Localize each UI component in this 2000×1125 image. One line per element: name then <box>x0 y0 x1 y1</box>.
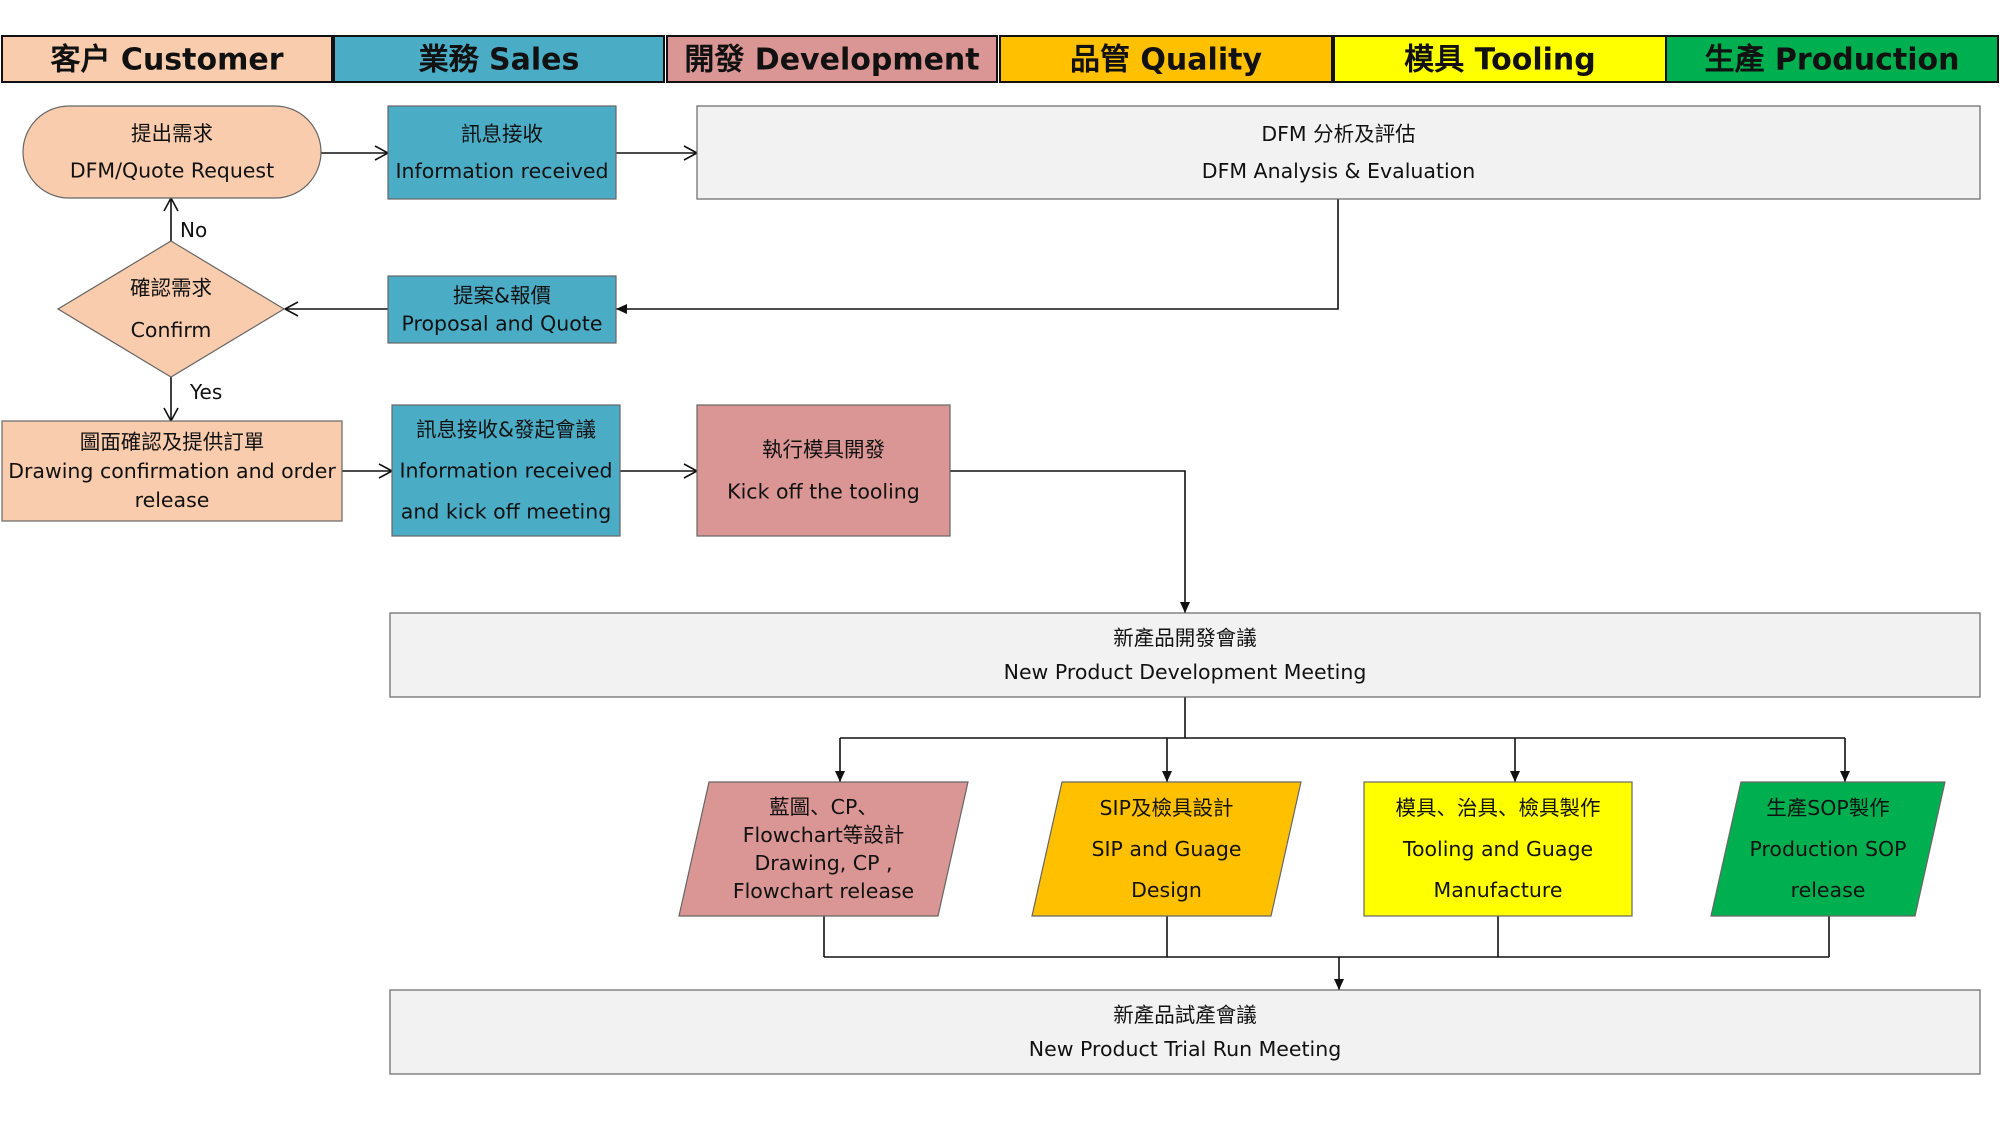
lane-quality-header <box>999 35 1333 83</box>
trial-run-meeting-text-line: 新產品試產會議 <box>1113 1003 1257 1027</box>
edge-tooling-to-npd <box>950 470 1190 613</box>
kickoff-tooling-node: 執行模具開發 Kick off the tooling <box>696 404 951 537</box>
confirm-text-line: Confirm <box>131 318 212 342</box>
sip-guage-design-text-line: Design <box>1131 878 1202 902</box>
drawing-cp-release-shape <box>678 781 969 917</box>
sip-guage-design-text-line: SIP and Guage <box>1091 837 1241 861</box>
lane-customer-header <box>1 35 333 83</box>
drawing-confirmation-text-line: 圖面確認及提供訂單 <box>80 430 265 454</box>
lane-production-label: 生產 Production <box>1704 43 1959 78</box>
trial-run-meeting-node: 新產品試產會議 New Product Trial Run Meeting <box>389 989 1981 1075</box>
flow-nodes: 提出需求 DFM/Quote Request 訊息接收 Information rec… <box>1 105 1981 1075</box>
npd-meeting-node: 新產品開發會議 New Product Development Meeting <box>389 612 1981 698</box>
trial-run-meeting-text-line: New Product Trial Run Meeting <box>1029 1037 1341 1061</box>
info-received-node: 訊息接收 Information received <box>387 105 617 200</box>
lane-sales-label: 業務 Sales <box>419 43 580 78</box>
kickoff-tooling-shape <box>696 404 951 537</box>
drawing-confirmation-text-line: Drawing confirmation and order <box>8 459 336 483</box>
drawing-cp-release-text-line: Flowchart等設計 <box>743 823 905 847</box>
npd-meeting-shape <box>389 612 1981 698</box>
lane-tooling-label: 模具 Tooling <box>1404 43 1596 78</box>
dfm-analysis-node: DFM 分析及評估 DFM Analysis & Evaluation <box>696 105 1981 200</box>
lane-production-header <box>1665 35 1999 83</box>
drawing-cp-release-text-line: Drawing, CP , <box>755 851 893 875</box>
dfm-request-node: 提出需求 DFM/Quote Request <box>22 105 322 199</box>
kickoff-tooling-text-line: Kick off the tooling <box>727 480 920 504</box>
dfm-request-text-line: DFM/Quote Request <box>70 158 274 182</box>
drawing-confirmation-shape <box>1 420 343 522</box>
dfm-request-text-line: 提出需求 <box>131 122 213 146</box>
info-received-text-line: Information received <box>395 159 608 183</box>
production-sop-text-line: 生產SOP製作 <box>1766 796 1890 820</box>
kickoff-meeting-text-line: Information received <box>399 459 612 483</box>
production-sop-shape <box>1710 781 1946 917</box>
proposal-quote-shape <box>387 275 617 344</box>
kickoff-meeting-text-line: 訊息接收&發起會議 <box>416 418 596 442</box>
edge-label-yes: Yes <box>189 380 222 404</box>
lane-quality-label: 品管 Quality <box>1070 43 1262 78</box>
dfm-analysis-text-line: DFM Analysis & Evaluation <box>1202 159 1475 183</box>
swimlane-header: 客户 Customer 業務 Sales 開發 Development 品管 Qual… <box>1 35 1999 83</box>
drawing-cp-release-text-line: Flowchart release <box>733 879 914 903</box>
proposal-quote-node: 提案&報價 Proposal and Quote <box>387 275 617 344</box>
proposal-quote-text-line: Proposal and Quote <box>402 312 603 336</box>
npd-meeting-text-line: 新產品開發會議 <box>1113 626 1257 650</box>
lane-development-header <box>666 35 998 83</box>
tooling-guage-manufacture-text-line: Tooling and Guage <box>1402 837 1593 861</box>
lane-customer-label: 客户 Customer <box>50 43 283 78</box>
confirm-shape <box>56 240 286 378</box>
dfm-analysis-text-line: DFM 分析及評估 <box>1261 122 1415 146</box>
lane-development-label: 開發 Development <box>684 43 979 78</box>
sip-guage-design-shape <box>1031 781 1302 917</box>
confirm-text-line: 確認需求 <box>130 276 212 300</box>
drawing-confirmation-text-line: release <box>135 488 210 512</box>
lane-sales-header <box>333 35 665 83</box>
drawing-cp-release-text-line: 藍圖、CP、 <box>769 795 878 819</box>
tooling-guage-manufacture-text-line: Manufacture <box>1434 878 1563 902</box>
dfm-request-shape <box>22 105 322 199</box>
trial-run-meeting-shape <box>389 989 1981 1075</box>
info-received-shape <box>387 105 617 200</box>
edge-dfm-to-proposal <box>616 199 1339 314</box>
production-sop-text-line: release <box>1791 878 1866 902</box>
tooling-guage-manufacture-shape <box>1363 781 1633 917</box>
sip-guage-design-text-line: SIP及檢具設計 <box>1100 796 1234 820</box>
drawing-confirmation-node: 圖面確認及提供訂單 Drawing confirmation and order r… <box>1 420 343 522</box>
kickoff-meeting-text-line: and kick off meeting <box>401 500 611 524</box>
proposal-quote-text-line: 提案&報價 <box>453 284 551 308</box>
connectors <box>163 145 1850 990</box>
production-sop-text-line: Production SOP <box>1749 837 1906 861</box>
kickoff-meeting-shape <box>391 404 621 537</box>
drawing-cp-release-node: 藍圖、CP、 Flowchart等設計 Drawing, CP , Flowchart… <box>678 781 969 917</box>
info-received-text-line: 訊息接收 <box>461 122 543 146</box>
dfm-analysis-shape <box>696 105 1981 200</box>
confirm-node: 確認需求 Confirm <box>56 240 286 378</box>
production-sop-node: 生產SOP製作 Production SOP release <box>1710 781 1946 917</box>
tooling-guage-manufacture-text-line: 模具、治具、檢具製作 <box>1396 796 1601 820</box>
edge-label-no: No <box>180 218 207 242</box>
kickoff-meeting-node: 訊息接收&發起會議 Information received and kick of… <box>391 404 621 537</box>
kickoff-tooling-text-line: 執行模具開發 <box>762 438 885 462</box>
lane-tooling-header <box>1333 35 1667 83</box>
npd-meeting-text-line: New Product Development Meeting <box>1004 660 1367 684</box>
